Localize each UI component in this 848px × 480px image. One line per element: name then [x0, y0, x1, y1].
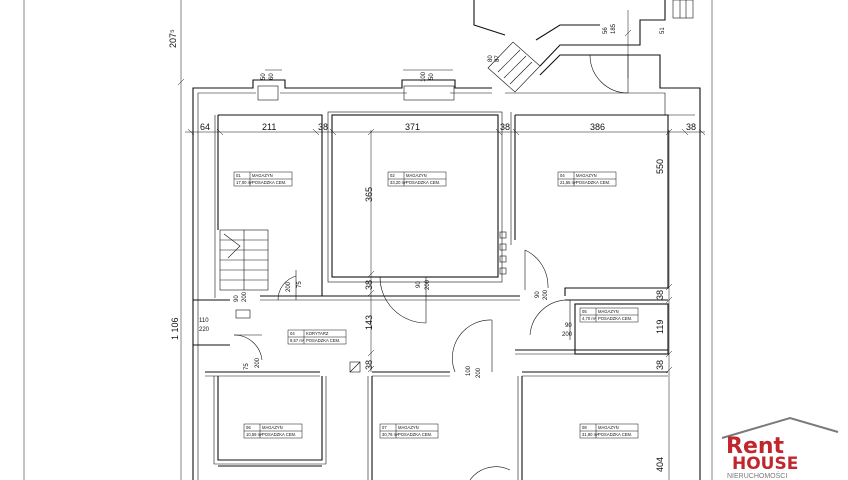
svg-text:02: 02 — [390, 173, 395, 178]
dim-door-03a: 90 — [535, 291, 541, 298]
dim-door-stair-a: 200 — [286, 281, 292, 292]
svg-text:9,57 m²: 9,57 m² — [290, 338, 305, 343]
logo-word-rent: Rent — [726, 434, 785, 459]
room-label-08: 08 31,80 m² MAGAZYN POSADZKA CEM. — [579, 423, 639, 439]
svg-text:MAGAZYN: MAGAZYN — [598, 425, 619, 430]
svg-text:MAGAZYN: MAGAZYN — [406, 173, 427, 178]
room-label-corridor: 04 9,57 m² KORYTARZ POSADZKA CEM. — [287, 329, 347, 345]
svg-text:30,76 m²: 30,76 m² — [382, 432, 399, 437]
svg-text:05: 05 — [582, 309, 587, 314]
dim-room-02-height: 365 — [364, 187, 374, 202]
svg-text:07: 07 — [382, 425, 387, 430]
dim-wall-38-c: 38 — [364, 360, 374, 370]
svg-text:04: 04 — [290, 331, 295, 336]
dim-door-lower-mid-a: 100 — [466, 365, 472, 376]
dim-chimney-1b: 60 — [269, 73, 275, 80]
dim-room-05-height: 119 — [655, 320, 665, 334]
doors — [233, 54, 629, 480]
dim-door-02a: 90 — [416, 281, 422, 288]
dim-door-lower-left-b: 200 — [255, 357, 261, 368]
dim-door-stair2-a: 90 — [234, 295, 240, 302]
dim-room-04-height: 550 — [655, 159, 665, 174]
vent-grilles — [499, 231, 507, 275]
svg-text:POSADZKA CEM.: POSADZKA CEM. — [252, 180, 286, 185]
svg-text:17,00 m²: 17,00 m² — [236, 180, 253, 185]
room-label-07: 07 30,76 m² MAGAZYN POSADZKA CEM. — [379, 423, 439, 439]
dim-entrance-main-b: 220 — [199, 327, 210, 333]
dim-door-stair-b: 75 — [297, 281, 303, 288]
room-label-01: 01 17,00 m² MAGAZYN POSADZKA CEM. — [233, 171, 293, 187]
dim-wall-38-d: 38 — [655, 360, 665, 370]
room-label-02: 02 33,20 m² MAGAZYN POSADZKA CEM. — [387, 171, 447, 187]
dim-chimney-2b: 50 — [429, 73, 435, 80]
dim-bay-b: 87 — [495, 55, 501, 62]
svg-text:08: 08 — [582, 425, 587, 430]
svg-text:POSADZKA CEM.: POSADZKA CEM. — [306, 338, 340, 343]
logo-roof-icon — [721, 416, 839, 439]
dim-door-stair2-b: 200 — [242, 291, 248, 302]
dim-top-4: 38 — [500, 122, 510, 132]
dim-top-0: 64 — [200, 122, 210, 132]
svg-text:4,70 m²: 4,70 m² — [582, 316, 597, 321]
dim-door-05a: 90 — [565, 323, 572, 329]
svg-text:21,55 m²: 21,55 m² — [560, 180, 577, 185]
dim-door-03b: 200 — [543, 289, 549, 300]
svg-text:MAGAZYN: MAGAZYN — [252, 173, 273, 178]
svg-text:06: 06 — [246, 425, 251, 430]
dim-top-5: 386 — [590, 122, 605, 132]
svg-text:POSADZKA CEM.: POSADZKA CEM. — [398, 432, 432, 437]
dim-corridor-height: 143 — [364, 315, 374, 330]
svg-text:01: 01 — [236, 173, 241, 178]
logo-word-house: HOUSE — [732, 454, 798, 474]
dim-top-left-vertical: 207⁵ — [168, 29, 178, 48]
room-label-05: 05 4,70 m² MAGAZYN POSADZKA CEM. — [579, 307, 639, 323]
dim-top-1: 211 — [262, 122, 276, 132]
svg-text:MAGAZYN: MAGAZYN — [576, 173, 597, 178]
svg-text:KORYTARZ: KORYTARZ — [306, 331, 329, 336]
dim-entrance-main-a: 110 — [199, 318, 209, 324]
svg-text:POSADZKA CEM.: POSADZKA CEM. — [598, 316, 632, 321]
svg-text:10,59 m²: 10,59 m² — [246, 432, 263, 437]
dim-top-2: 38 — [318, 122, 328, 132]
dimension-lines — [23, 0, 706, 480]
svg-text:31,80 m²: 31,80 m² — [582, 432, 599, 437]
svg-text:POSADZKA CEM.: POSADZKA CEM. — [262, 432, 296, 437]
dim-door-05b: 200 — [562, 332, 573, 338]
svg-text:POSADZKA CEM.: POSADZKA CEM. — [406, 180, 440, 185]
dim-top-6: 38 — [686, 122, 696, 132]
dim-wall-38-b: 38 — [655, 290, 665, 300]
svg-text:POSADZKA CEM.: POSADZKA CEM. — [576, 180, 610, 185]
dim-room-08-height: 404 — [655, 457, 665, 472]
dim-entrance-side: 51 — [660, 27, 666, 34]
svg-text:MAGAZYN: MAGAZYN — [262, 425, 283, 430]
svg-text:33,20 m²: 33,20 m² — [390, 180, 407, 185]
dim-entrance-1a: 56 — [603, 27, 609, 34]
dim-door-lower-left-a: 75 — [244, 363, 250, 370]
svg-text:MAGAZYN: MAGAZYN — [398, 425, 419, 430]
dim-chimney-2a: 100 — [421, 71, 427, 82]
dim-left-vertical: 1 106 — [170, 317, 180, 340]
svg-text:POSADZKA CEM.: POSADZKA CEM. — [598, 432, 632, 437]
logo-tagline: NIERUCHOMOŚCI — [727, 471, 787, 480]
room-label-04: 04 21,55 m² MAGAZYN POSADZKA CEM. — [557, 171, 617, 187]
dim-door-02b: 200 — [425, 279, 431, 290]
rent-house-logo: Rent HOUSE NIERUCHOMOŚCI — [721, 416, 839, 480]
dim-entrance-1b: 185 — [611, 23, 617, 34]
svg-text:04: 04 — [560, 173, 565, 178]
dim-chimney-1a: 50 — [261, 73, 267, 80]
walls — [192, 0, 713, 480]
room-label-06: 06 10,59 m² MAGAZYN POSADZKA CEM. — [243, 423, 303, 439]
dim-top-3: 371 — [405, 122, 420, 132]
svg-text:MAGAZYN: MAGAZYN — [598, 309, 619, 314]
dim-door-lower-mid-b: 200 — [476, 367, 482, 378]
dim-bay-a: 80 — [488, 55, 494, 62]
staircase — [219, 229, 269, 291]
dim-wall-38-a: 38 — [364, 280, 374, 290]
